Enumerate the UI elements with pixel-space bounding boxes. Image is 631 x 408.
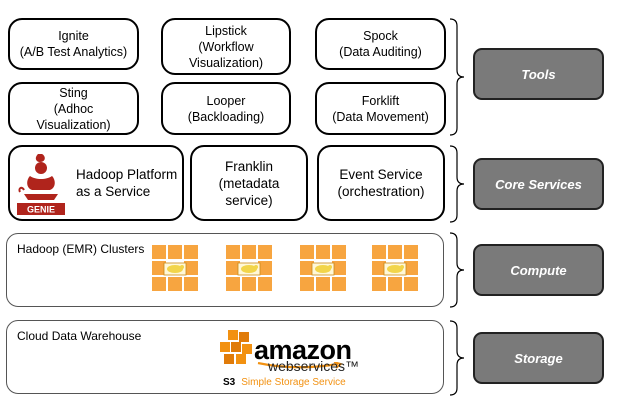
tool-title: Sting <box>59 85 88 100</box>
hadoop-platform-title: Hadoop Platform <box>76 167 178 182</box>
tool-desc: (A/B Test Analytics) <box>19 45 128 59</box>
tool-spock: Spock (Data Auditing) <box>315 18 446 70</box>
tool-desc: (Backloading) <box>187 109 265 124</box>
core-brace <box>449 145 465 223</box>
franklin-title: Franklin <box>224 158 273 174</box>
tool-ignite: Ignite (A/B Test Analytics) <box>8 18 139 70</box>
compute-brace <box>449 232 465 308</box>
storage-label: Cloud Data Warehouse <box>17 329 142 343</box>
tools-brace <box>449 18 465 136</box>
tool-desc: (Adhoc <box>53 101 94 116</box>
layer-tag-tools: Tools <box>473 48 604 100</box>
s3-caption: S3 Simple Storage Service <box>223 377 346 388</box>
s3-label: S3 <box>223 377 236 388</box>
compute-box: Hadoop (EMR) Clusters <box>6 233 444 307</box>
tool-desc: (Data Movement) <box>332 109 429 124</box>
tool-desc: (Workflow <box>198 39 254 54</box>
tool-desc: Visualization) <box>188 55 264 70</box>
tool-desc: (Data Auditing) <box>339 45 422 59</box>
genie-logo: GENIE <box>17 154 65 215</box>
hadoop-platform-subtitle: as a Service <box>76 184 151 199</box>
core-event-service: Event Service (orchestration) <box>317 145 445 221</box>
aws-cubes-logo <box>220 330 252 364</box>
franklin-desc: service) <box>225 192 273 208</box>
layer-tag-compute: Compute <box>473 244 604 296</box>
webservices-wordmark: webservices™ <box>268 358 360 374</box>
tool-forklift: Forklift(Data Movement) <box>315 82 446 135</box>
storage-brace <box>449 320 465 396</box>
event-service-title: Event Service <box>339 167 423 182</box>
amazon-wordmark: amazon <box>254 335 352 365</box>
amazon-smile <box>257 362 343 369</box>
compute-label: Hadoop (EMR) Clusters <box>17 242 145 256</box>
tool-title: Looper <box>206 93 246 108</box>
event-service-desc: (orchestration) <box>337 184 425 199</box>
tool-desc: Visualization) <box>36 117 111 132</box>
emr-clusters-graphic <box>151 244 419 292</box>
layer-tag-storage: Storage <box>473 332 604 384</box>
tool-title: Lipstick <box>205 23 247 38</box>
s3-name: Simple Storage Service <box>241 377 346 388</box>
tool-title: Spock <box>363 29 398 43</box>
tool-title: Forklift <box>361 93 400 108</box>
franklin-desc: (metadata <box>218 175 280 191</box>
genie-logo-text: GENIE <box>27 205 55 215</box>
core-hadoop-platform: GENIE Hadoop Platform as a Service <box>8 145 184 221</box>
tool-title: Ignite <box>58 29 89 43</box>
tool-looper: Looper(Backloading) <box>161 82 291 135</box>
layer-tag-core-services: Core Services <box>473 158 604 210</box>
